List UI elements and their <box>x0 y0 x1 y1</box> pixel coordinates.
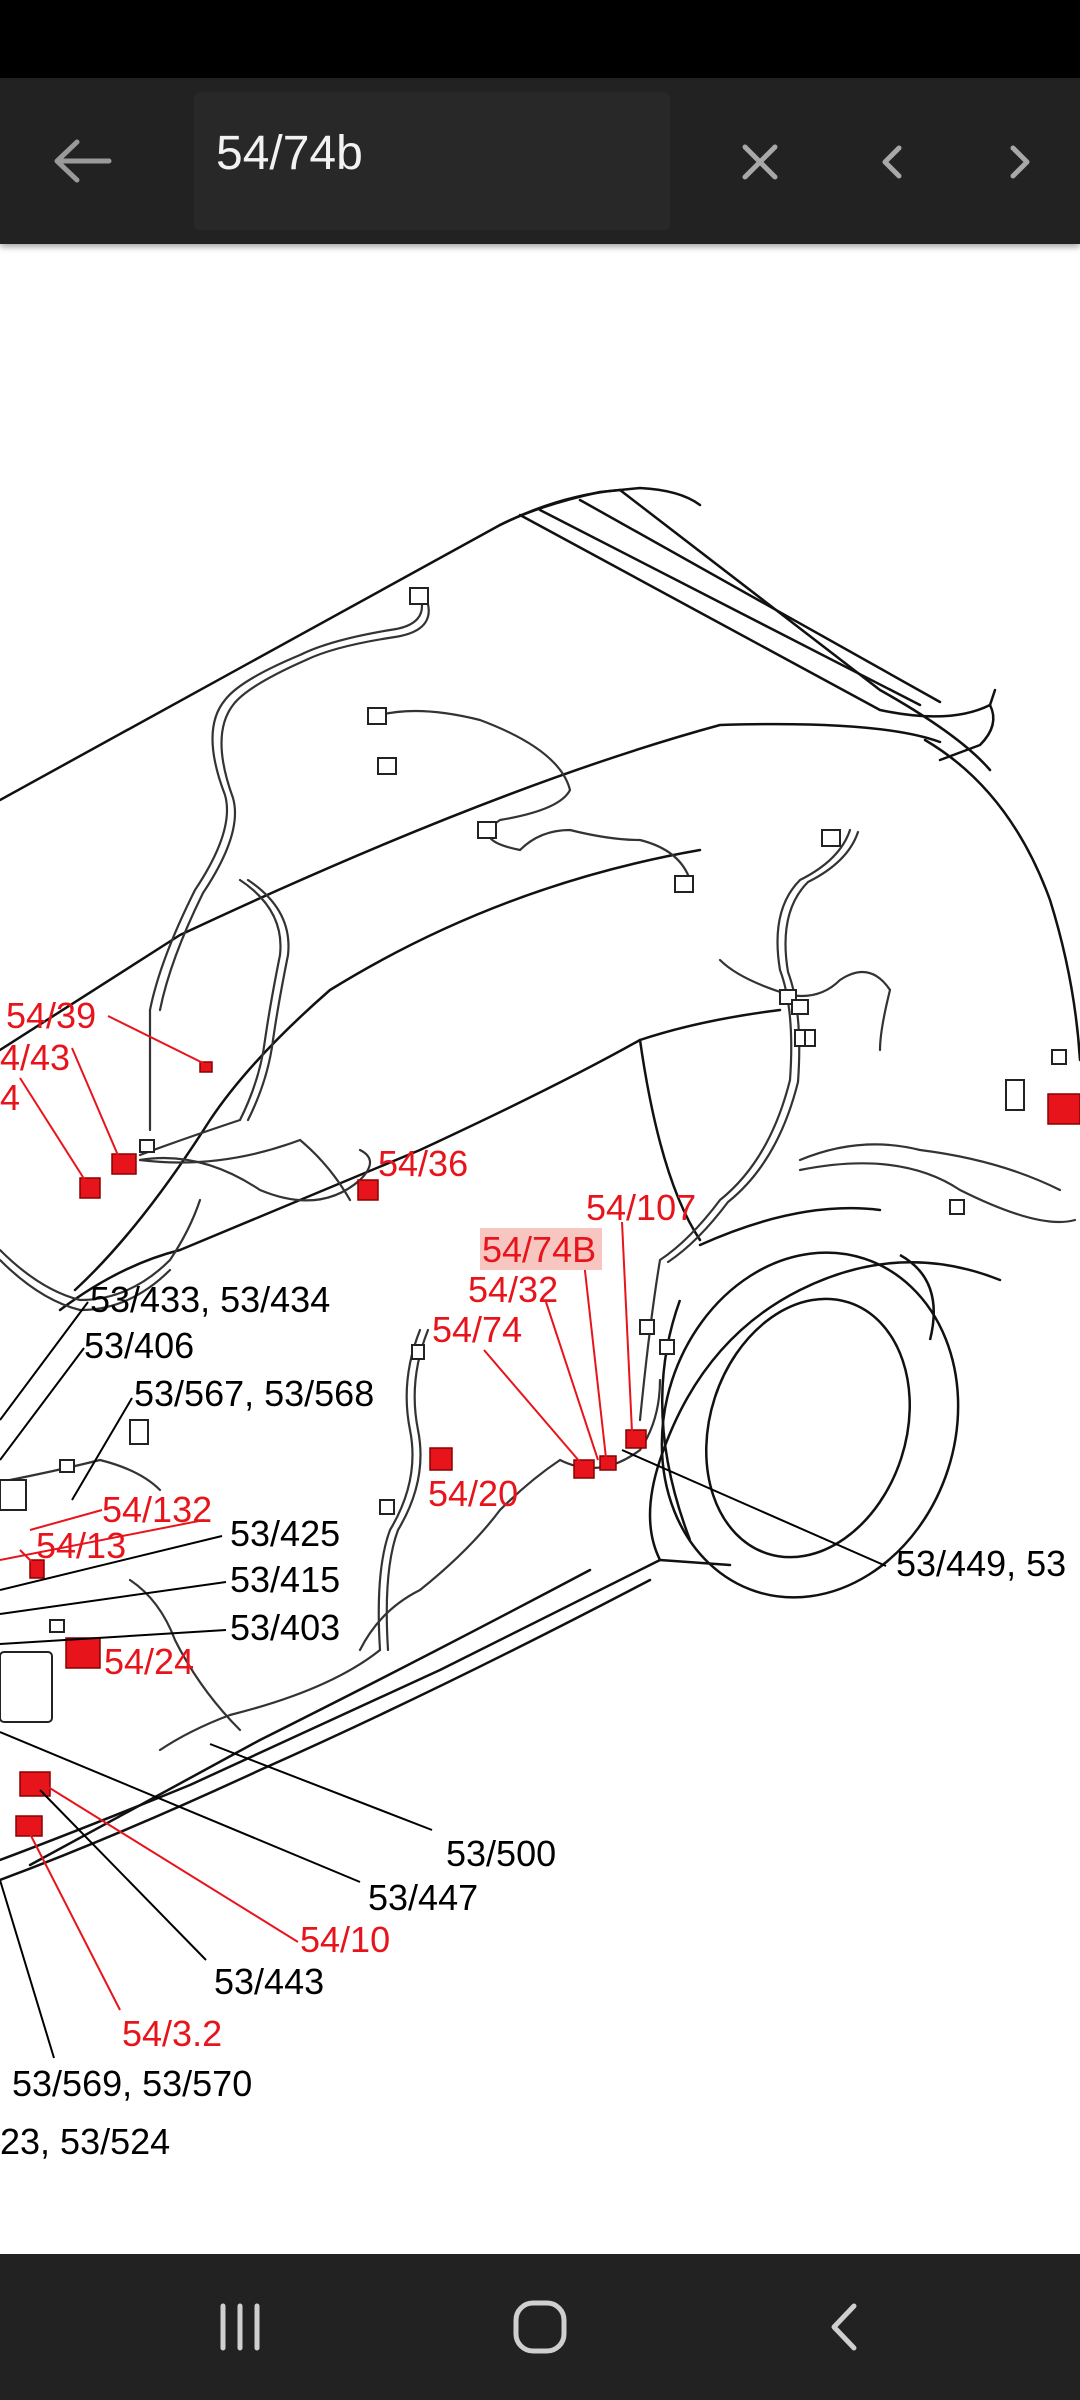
wiring-harness <box>0 593 1077 1752</box>
highlighted-components <box>15 1061 1080 1837</box>
red-labels: 54/39 4/43 4 54/36 54/107 54/74B 54/32 5… <box>0 995 696 2054</box>
label-54-3-2: 54/3.2 <box>122 2013 222 2054</box>
search-input[interactable] <box>194 92 670 230</box>
recents-icon <box>220 2303 260 2351</box>
label-54-132: 54/132 <box>102 1489 212 1530</box>
component-54-36 <box>357 1179 379 1201</box>
component-54-3-2 <box>15 1815 43 1837</box>
label-53-415: 53/415 <box>230 1559 340 1600</box>
label-53-433: 53/433, 53/434 <box>90 1279 330 1320</box>
component-54-39 <box>199 1061 213 1073</box>
black-labels: 53/433, 53/434 53/406 53/567, 53/568 53/… <box>0 1279 1066 2162</box>
wiring-diagram-svg: 54/39 4/43 4 54/36 54/107 54/74B 54/32 5… <box>0 486 1080 2162</box>
search-toolbar: 54/74b <box>0 78 1080 244</box>
label-54-24: 54/24 <box>104 1641 194 1682</box>
label-53-523: 23, 53/524 <box>0 2121 170 2162</box>
label-54-36: 54/36 <box>378 1143 468 1184</box>
label-54-107: 54/107 <box>586 1187 696 1228</box>
component-54-43 <box>111 1153 137 1175</box>
label-53-403: 53/403 <box>230 1607 340 1648</box>
component-54-107 <box>625 1429 647 1449</box>
label-53-447: 53/447 <box>368 1877 478 1918</box>
component-54-74 <box>573 1459 595 1479</box>
label-54-74B: 54/74B <box>482 1229 596 1270</box>
label-54-74: 54/74 <box>432 1309 522 1350</box>
next-match-button[interactable] <box>980 122 1060 202</box>
label-54-10: 54/10 <box>300 1919 390 1960</box>
rear-wheel <box>660 1251 960 1599</box>
chevron-right-icon <box>1010 145 1030 179</box>
label-54-43: 4/43 <box>0 1037 70 1078</box>
label-54-39: 54/39 <box>6 995 96 1036</box>
component-54-4x <box>79 1177 101 1199</box>
previous-match-button[interactable] <box>852 122 932 202</box>
leader-lines-black <box>0 1301 887 2059</box>
component-54-24 <box>65 1637 101 1669</box>
home-button[interactable] <box>490 2284 590 2370</box>
label-53-443: 53/443 <box>214 1961 324 2002</box>
system-back-button[interactable] <box>794 2284 894 2370</box>
component-54-rear-a <box>1047 1093 1080 1125</box>
leader-lines-red <box>0 1015 633 2011</box>
label-54-20: 54/20 <box>428 1473 518 1514</box>
chevron-left-icon <box>882 145 902 179</box>
label-54-13: 54/13 <box>36 1525 126 1566</box>
label-53-449: 53/449, 53 <box>896 1543 1066 1584</box>
label-53-569: 53/569, 53/570 <box>12 2063 252 2104</box>
arrow-left-icon <box>54 139 112 183</box>
car-body-outline <box>0 486 1080 1882</box>
label-53-406: 53/406 <box>84 1325 194 1366</box>
home-icon <box>513 2300 567 2354</box>
label-53-500: 53/500 <box>446 1833 556 1874</box>
label-53-425: 53/425 <box>230 1513 340 1554</box>
component-54-10 <box>19 1771 51 1797</box>
component-54-74B <box>599 1455 617 1471</box>
clear-button[interactable] <box>720 122 800 202</box>
close-icon <box>742 144 778 180</box>
black-connectors <box>0 587 1067 1723</box>
system-navigation-bar <box>0 2254 1080 2400</box>
label-54-4x: 4 <box>0 1077 20 1118</box>
label-54-32: 54/32 <box>468 1269 558 1310</box>
back-button[interactable] <box>40 118 126 204</box>
wiring-diagram: 54/39 4/43 4 54/36 54/107 54/74B 54/32 5… <box>0 246 1080 2226</box>
search-highlight <box>480 1228 602 1270</box>
component-54-20 <box>429 1447 453 1471</box>
back-icon <box>831 2303 857 2351</box>
label-53-567: 53/567, 53/568 <box>134 1373 374 1414</box>
status-bar <box>0 0 1080 78</box>
search-query-text: 54/74b <box>216 127 363 180</box>
recents-button[interactable] <box>190 2284 290 2370</box>
